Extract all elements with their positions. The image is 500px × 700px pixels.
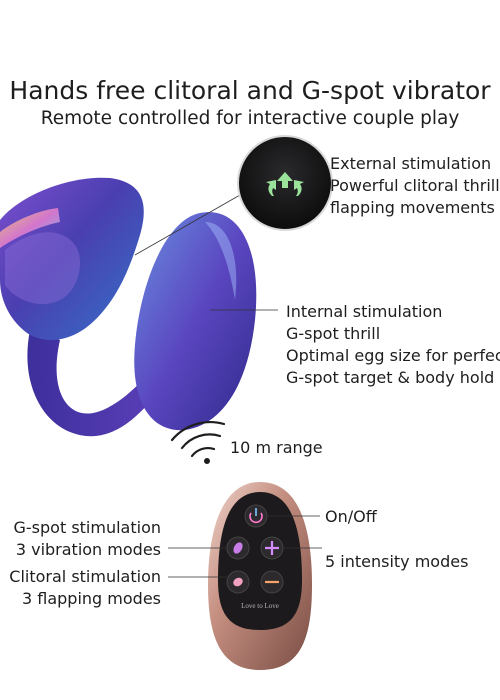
external-leader-line: [134, 194, 241, 256]
internal-line-1: Internal stimulation: [286, 302, 443, 321]
internal-stimulation-callout: Internal stimulation G-spot thrill Optim…: [286, 301, 500, 389]
gspot-line-1: G-spot stimulation: [13, 518, 162, 537]
page-title: Hands free clitoral and G-spot vibrator: [9, 76, 491, 105]
internal-line-3: Optimal egg size for perfect: [286, 346, 500, 365]
remote-face: [218, 492, 302, 630]
clitoral-line-2: 3 flapping modes: [22, 589, 161, 608]
remote-control: [208, 482, 312, 670]
flapping-arrows-icon: [266, 172, 304, 196]
internal-line-2: G-spot thrill: [286, 324, 381, 343]
page-subtitle: Remote controlled for interactive couple…: [40, 108, 460, 129]
onoff-label: On/Off: [325, 507, 377, 526]
internal-line-4: G-spot target & body hold: [286, 368, 495, 387]
external-line-1: External stimulation: [330, 154, 492, 173]
gspot-line-2: 3 vibration modes: [15, 540, 161, 559]
range-label: 10 m range: [230, 438, 323, 457]
intensity-label: 5 intensity modes: [325, 552, 469, 571]
gspot-callout: G-spot stimulation 3 vibration modes: [14, 517, 162, 561]
clitoral-callout: Clitoral stimulation 3 flapping modes: [9, 566, 161, 610]
wifi-icon: [170, 421, 226, 464]
vibrator-device: [0, 177, 257, 437]
external-stimulation-callout: External stimulation Powerful clitoral t…: [330, 153, 500, 219]
clitoral-line-1: Clitoral stimulation: [9, 567, 161, 586]
remote-brand-text: Love to Love: [241, 602, 279, 610]
external-line-2: Powerful clitoral thrill: [330, 176, 500, 195]
device-internal-egg: [134, 212, 257, 431]
device-arm: [27, 330, 160, 437]
external-line-3: flapping movements: [330, 198, 495, 217]
